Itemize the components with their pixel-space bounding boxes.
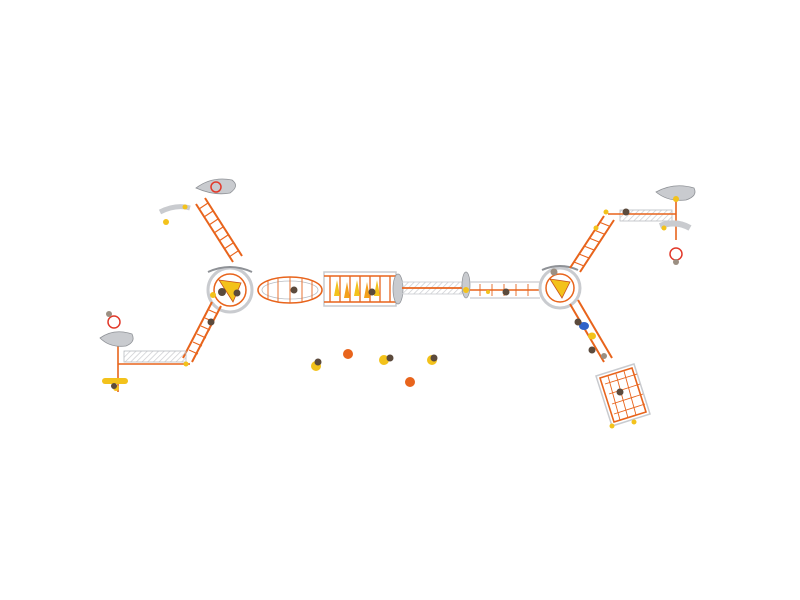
stepping-stone (311, 358, 322, 371)
steering-wheel-icon (210, 181, 222, 193)
center-pillar (461, 271, 471, 299)
child-figure (218, 288, 226, 296)
upper-right-ladder-bridge (569, 215, 615, 273)
child-figure (550, 268, 558, 276)
left-hub (206, 266, 254, 314)
top-left-tower (158, 178, 236, 225)
tower-roof (195, 178, 236, 195)
far-left-tower (99, 311, 134, 391)
stepping-stone (343, 349, 353, 359)
slide-end (102, 378, 128, 384)
left-wing (99, 178, 254, 392)
right-wing (538, 185, 696, 429)
child-figure (290, 286, 298, 294)
stepping-stone (379, 354, 394, 365)
child-figure (233, 289, 241, 297)
oval-net-tunnel (257, 276, 323, 304)
child-figure (616, 388, 624, 396)
connector-bridge (401, 281, 463, 295)
stepping-stone (427, 354, 438, 365)
child-figure (207, 318, 215, 326)
center-balance-bridge (470, 281, 540, 299)
post-cap (182, 204, 188, 210)
child-figure (106, 311, 112, 317)
child-figure (588, 346, 596, 354)
wave-panel-bridge (323, 271, 404, 307)
central-spine (257, 271, 540, 307)
stepping-stones (311, 349, 438, 387)
stepping-stone (405, 377, 415, 387)
child-figure (574, 318, 582, 326)
lower-right-climbing-cage (595, 363, 651, 429)
child-figure (502, 288, 510, 296)
lower-left-ladder-bridge (182, 301, 222, 363)
child-figure (111, 383, 117, 389)
post-cap (163, 219, 169, 225)
child-figure (368, 288, 376, 296)
right-hub (538, 265, 582, 310)
upper-left-ladder-bridge (195, 197, 243, 263)
steering-wheel-icon (107, 315, 121, 329)
slide-tip (158, 204, 191, 215)
child-figure (673, 259, 679, 265)
lower-right-ramp (569, 299, 613, 363)
steering-wheel-icon (669, 247, 683, 261)
child-figure (601, 353, 607, 359)
top-right-tower (655, 185, 696, 265)
child-figure (622, 208, 630, 216)
upper-right-platform (603, 196, 677, 240)
